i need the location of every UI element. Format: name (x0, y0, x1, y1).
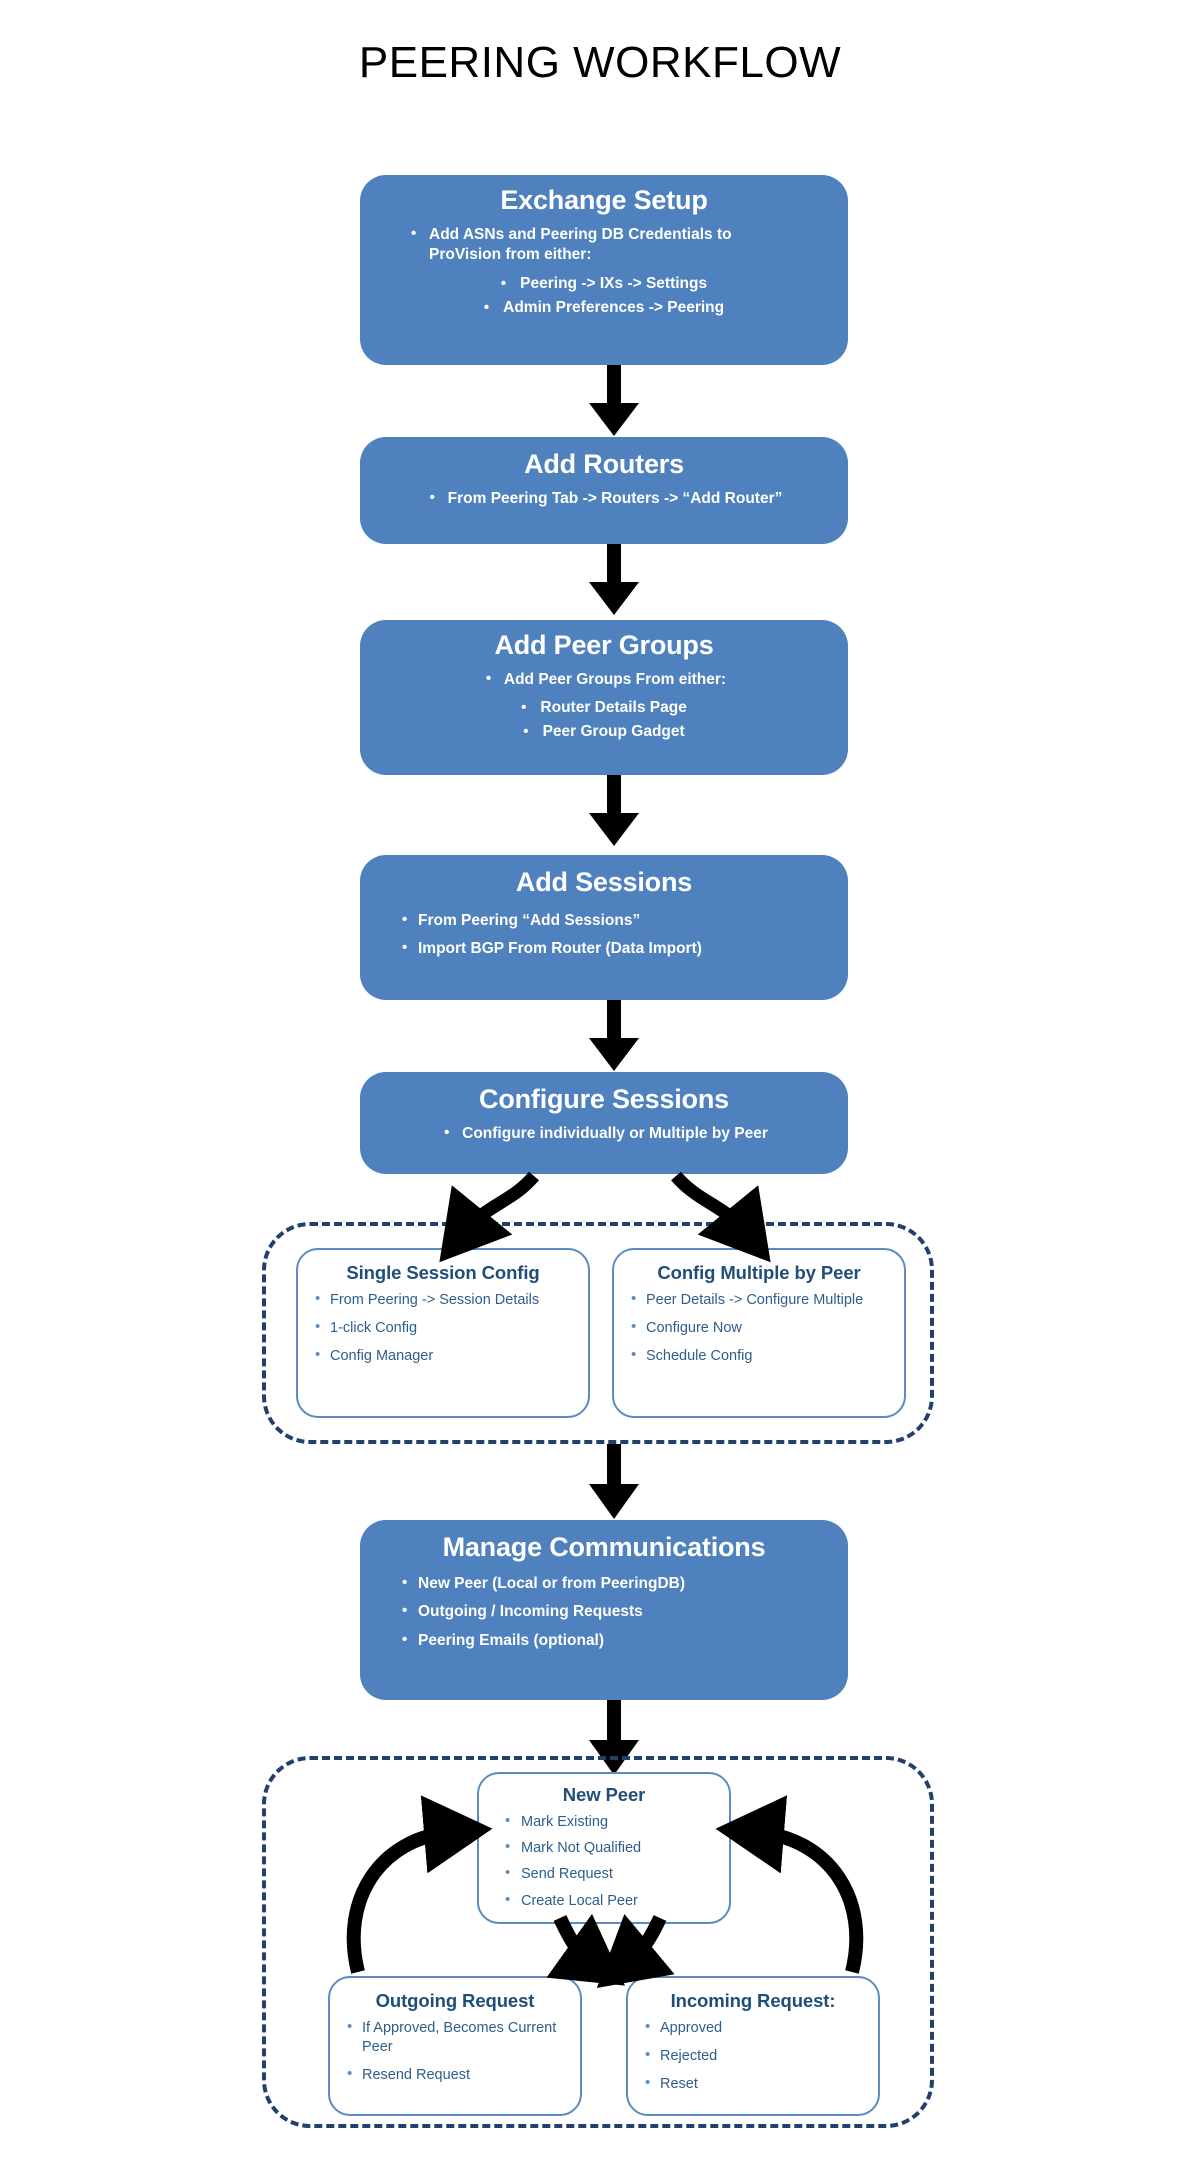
bullet-item: Add ASNs and Peering DB Credentials to P… (407, 224, 801, 266)
bullet-item: Outgoing / Incoming Requests (398, 1601, 832, 1623)
step-bullet-list: Add ASNs and Peering DB Credentials to P… (376, 224, 832, 269)
bullet-item: Configure individually or Multiple by Pe… (440, 1123, 768, 1145)
sub-bullet-item: Admin Preferences -> Peering (376, 297, 832, 319)
list-item: Schedule Config (624, 1345, 894, 1366)
step-box-add-routers[interactable]: Add Routers From Peering Tab -> Routers … (360, 437, 848, 544)
arrow-routers-to-peergroups (583, 544, 645, 616)
step-bullet-list: New Peer (Local or from PeeringDB) Outgo… (398, 1573, 832, 1652)
list-item: Resend Request (340, 2064, 570, 2085)
list-item: Peer Details -> Configure Multiple (624, 1289, 894, 1310)
step-title: Add Peer Groups (494, 630, 714, 660)
down-arrow-icon (589, 775, 639, 846)
step-box-add-peer-groups[interactable]: Add Peer Groups Add Peer Groups From eit… (360, 620, 848, 775)
step-bullet-list: Add Peer Groups From either: (376, 669, 832, 694)
arrow-sessions-to-configure (583, 1000, 645, 1072)
bullet-item: From Peering Tab -> Routers -> “Add Rout… (426, 488, 783, 510)
sub-bullet-item: Router Details Page (376, 697, 832, 719)
step-title: Configure Sessions (479, 1084, 729, 1114)
step-title: Exchange Setup (500, 185, 708, 215)
list-item: Mark Existing (487, 1811, 721, 1832)
step-sub-bullet-list: Peering -> IXs -> Settings Admin Prefere… (376, 273, 832, 319)
subbox-item-list: Mark Existing Mark Not Qualified Send Re… (487, 1811, 721, 1911)
subbox-title: Config Multiple by Peer (657, 1262, 861, 1283)
peer-lifecycle-group-container (262, 1756, 934, 2128)
arrow-peergroups-to-sessions (583, 775, 645, 847)
bullet-item: Peering Emails (optional) (398, 1630, 832, 1652)
subbox-incoming-request[interactable]: Incoming Request: Approved Rejected Rese… (626, 1976, 880, 2116)
list-item: Send Request (487, 1863, 721, 1884)
subbox-item-list: Approved Rejected Reset (638, 2017, 868, 2094)
sub-bullet-item: Peering -> IXs -> Settings (376, 273, 832, 295)
list-item: Configure Now (624, 1317, 894, 1338)
step-box-manage-communications[interactable]: Manage Communications New Peer (Local or… (360, 1520, 848, 1700)
subbox-item-list: From Peering -> Session Details 1-click … (308, 1289, 578, 1366)
bullet-item: New Peer (Local or from PeeringDB) (398, 1573, 832, 1595)
step-bullet-list: From Peering “Add Sessions” Import BGP F… (398, 910, 832, 960)
list-item: Reset (638, 2073, 868, 2094)
subbox-new-peer[interactable]: New Peer Mark Existing Mark Not Qualifie… (477, 1772, 731, 1924)
subbox-config-multiple-by-peer[interactable]: Config Multiple by Peer Peer Details -> … (612, 1248, 906, 1418)
list-item: From Peering -> Session Details (308, 1289, 578, 1310)
step-sub-bullet-list: Router Details Page Peer Group Gadget (376, 697, 832, 743)
down-arrow-icon (589, 544, 639, 615)
list-item: Create Local Peer (487, 1890, 721, 1911)
list-item: Rejected (638, 2045, 868, 2066)
arrow-config-to-communications (583, 1444, 645, 1520)
list-item: 1-click Config (308, 1317, 578, 1338)
step-box-configure-sessions[interactable]: Configure Sessions Configure individuall… (360, 1072, 848, 1174)
subbox-title: Single Session Config (346, 1262, 540, 1283)
subbox-single-session-config[interactable]: Single Session Config From Peering -> Se… (296, 1248, 590, 1418)
sub-bullet-item: Peer Group Gadget (376, 721, 832, 743)
step-box-add-sessions[interactable]: Add Sessions From Peering “Add Sessions”… (360, 855, 848, 1000)
step-title: Manage Communications (442, 1532, 766, 1562)
subbox-title: Incoming Request: (670, 1990, 836, 2011)
down-arrow-icon (589, 1000, 639, 1071)
step-box-exchange-setup[interactable]: Exchange Setup Add ASNs and Peering DB C… (360, 175, 848, 365)
subbox-item-list: Peer Details -> Configure Multiple Confi… (624, 1289, 894, 1366)
step-bullet-list: From Peering Tab -> Routers -> “Add Rout… (376, 488, 832, 513)
config-options-group-container (262, 1222, 934, 1444)
step-bullet-list: Configure individually or Multiple by Pe… (376, 1123, 832, 1148)
down-arrow-icon (589, 365, 639, 436)
subbox-title: Outgoing Request (375, 1990, 535, 2011)
bullet-item: Add Peer Groups From either: (482, 669, 726, 691)
subbox-item-list: If Approved, Becomes Current Peer Resend… (340, 2017, 570, 2085)
list-item: Config Manager (308, 1345, 578, 1366)
subbox-outgoing-request[interactable]: Outgoing Request If Approved, Becomes Cu… (328, 1976, 582, 2116)
step-title: Add Routers (524, 449, 684, 479)
bullet-item: From Peering “Add Sessions” (398, 910, 832, 932)
bullet-item: Import BGP From Router (Data Import) (398, 938, 832, 960)
list-item: If Approved, Becomes Current Peer (340, 2017, 570, 2057)
list-item: Mark Not Qualified (487, 1837, 721, 1858)
down-arrow-icon (589, 1444, 639, 1519)
step-title: Add Sessions (515, 867, 693, 897)
page-title: PEERING WORKFLOW (358, 38, 842, 87)
list-item: Approved (638, 2017, 868, 2038)
subbox-title: New Peer (562, 1784, 646, 1805)
arrow-exchange-to-routers (583, 365, 645, 437)
